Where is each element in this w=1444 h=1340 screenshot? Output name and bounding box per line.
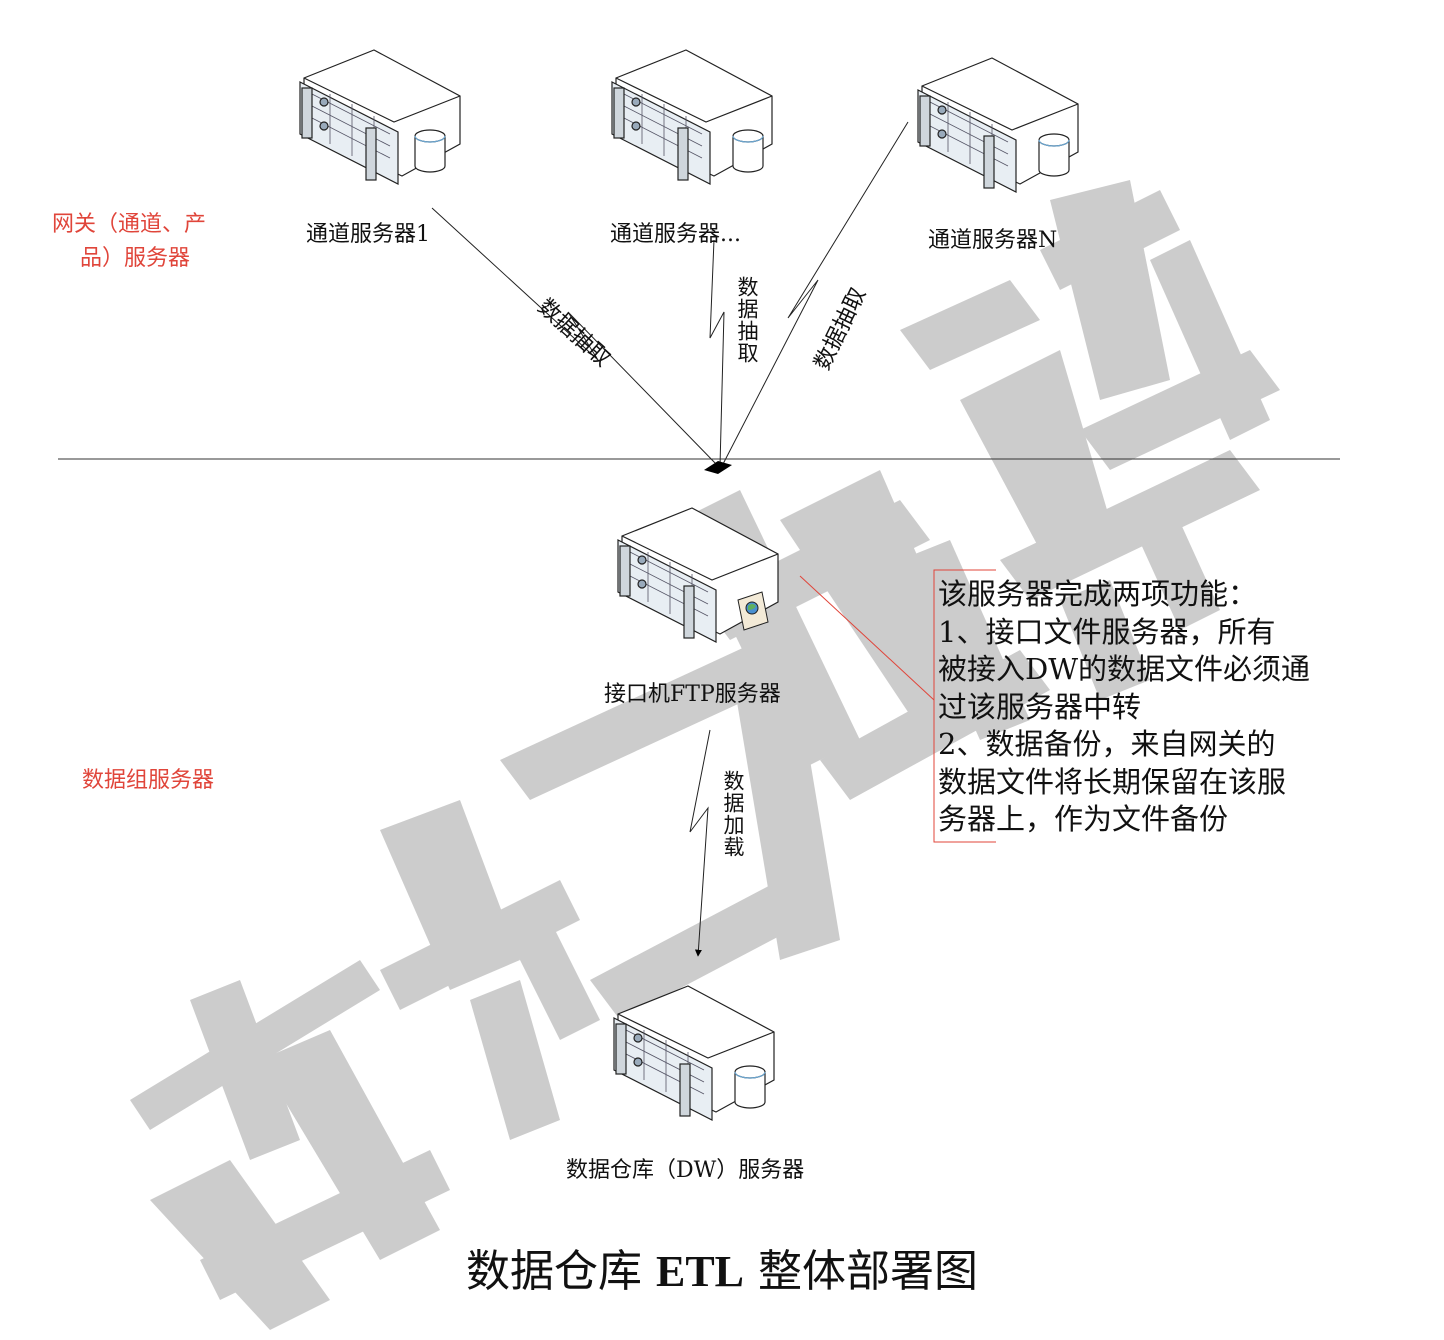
channel-server-more-label: 通道服务器...	[610, 222, 741, 247]
database-icon	[1038, 133, 1070, 177]
datagroup-zone-label: 数据组服务器	[82, 768, 215, 793]
callout-leader	[799, 575, 935, 701]
hub-icon	[704, 461, 732, 474]
ftp-server-label: 接口机FTP服务器	[604, 682, 781, 707]
callout-line: 务器上，作为文件备份	[938, 802, 1229, 836]
callout-line: 被接入DW的数据文件必须通	[938, 652, 1311, 686]
document-icon	[737, 591, 769, 631]
extract-link-3	[721, 121, 909, 467]
title-suffix: 整体部署图	[744, 1246, 979, 1297]
callout-bracket	[933, 569, 996, 843]
extract-link-1	[431, 207, 719, 467]
database-icon	[732, 129, 764, 173]
title-bold: ETL	[655, 1247, 745, 1296]
channel-server-1-label: 通道服务器1	[306, 222, 430, 247]
callout-line: 2、数据备份，来自网关的	[938, 727, 1276, 761]
extract-label-2: 数据抽取	[735, 276, 759, 364]
dw-server-label: 数据仓库（DW）服务器	[566, 1158, 805, 1183]
ftp-callout-note: 该服务器完成两项功能： 1、接口文件服务器，所有 被接入DW的数据文件必须通 过…	[938, 576, 1338, 839]
channel-server-n-label: 通道服务器N	[928, 228, 1058, 253]
gateway-zone-label-line2: 品）服务器	[80, 246, 191, 271]
callout-line: 数据文件将长期保留在该服	[938, 764, 1287, 799]
database-icon	[414, 129, 446, 173]
extract-link-2	[709, 239, 725, 467]
callout-line: 该服务器完成两项功能：	[938, 577, 1258, 611]
title-prefix: 数据仓库	[465, 1246, 656, 1297]
diagram-title: 数据仓库 ETL 整体部署图	[0, 1250, 1444, 1294]
callout-line: 过该服务器中转	[938, 689, 1142, 724]
database-icon	[734, 1065, 766, 1109]
load-link	[689, 729, 711, 957]
callout-line: 1、接口文件服务器，所有	[938, 614, 1276, 649]
load-label: 数据加载	[721, 770, 745, 858]
gateway-zone-label-line1: 网关（通道、产	[52, 212, 207, 237]
